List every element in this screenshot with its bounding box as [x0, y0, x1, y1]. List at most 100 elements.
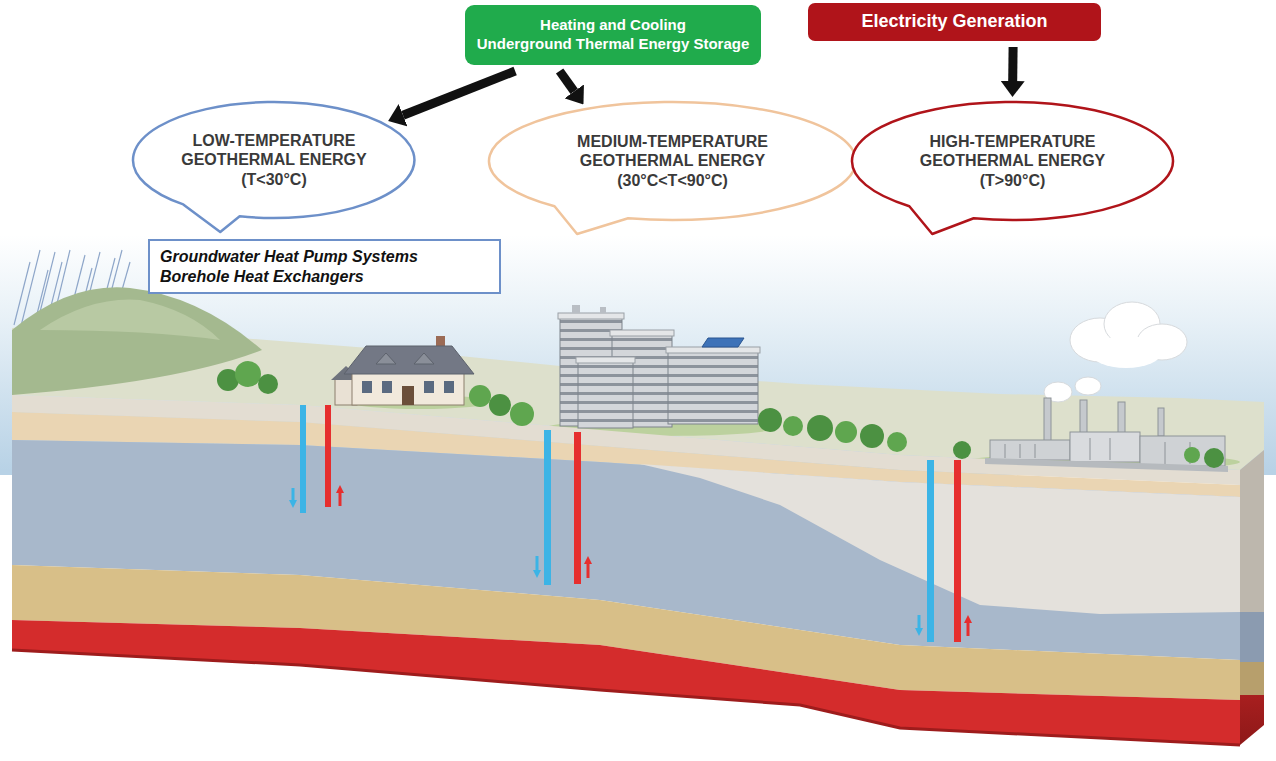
- injection-pipe: [300, 405, 306, 513]
- application-label: Electricity Generation: [861, 11, 1047, 33]
- flow-arrow-down: [533, 556, 541, 578]
- roof: [558, 313, 624, 319]
- hill-highlight: [40, 300, 220, 340]
- plant-detail: [1090, 438, 1091, 460]
- flow-arrow-down: [915, 615, 923, 636]
- solar-panel: [702, 338, 744, 347]
- speech-bubble: MEDIUM-TEMPERATURE GEOTHERMAL ENERGY(30°…: [487, 100, 858, 222]
- tree: [1184, 447, 1200, 463]
- tree: [758, 408, 782, 432]
- production-pipe: [574, 432, 581, 584]
- rock-layer: [640, 464, 1240, 614]
- system-label: Groundwater Heat Pump Systems: [160, 247, 418, 267]
- block-arrow: [403, 71, 515, 115]
- temperature-class-label: MEDIUM-TEMPERATURE GEOTHERMAL ENERGY: [557, 132, 789, 171]
- tree: [1204, 448, 1224, 468]
- house-wall: [352, 372, 464, 405]
- tree: [510, 402, 534, 426]
- trees: [217, 361, 1224, 468]
- temperature-class-label: (T<30°C): [166, 170, 381, 190]
- block-arrow: [1008, 47, 1017, 81]
- house-roof: [344, 346, 474, 374]
- production-pipe: [325, 405, 331, 507]
- smokestack: [1158, 408, 1164, 436]
- temperature-class-label: (T>90°C): [907, 171, 1119, 191]
- rain-streak: [14, 262, 30, 325]
- roof: [610, 330, 674, 336]
- application-box: Electricity Generation: [808, 3, 1101, 41]
- temperature-class-label: LOW-TEMPERATURE GEOTHERMAL ENERGY: [166, 131, 381, 170]
- power-plant: [985, 302, 1228, 472]
- tree: [807, 415, 833, 441]
- tree: [953, 441, 971, 459]
- smokestack: [1044, 398, 1051, 442]
- steam-puff: [1075, 377, 1101, 395]
- bubble-shape: [133, 102, 414, 232]
- window: [424, 381, 434, 393]
- window: [444, 381, 454, 393]
- roof: [666, 347, 760, 353]
- label-stack: Electricity Generation: [808, 3, 1101, 41]
- window: [382, 381, 392, 393]
- plant-detail: [1005, 444, 1006, 458]
- flow-arrow-up: [336, 485, 344, 506]
- plant-hall: [990, 440, 1070, 460]
- tree: [887, 432, 907, 452]
- rooftop-unit: [600, 307, 606, 313]
- plant-detail: [1035, 444, 1036, 458]
- roof: [576, 357, 635, 363]
- geothermal-wells: [289, 405, 972, 642]
- bubble-shape: [489, 102, 856, 234]
- label-stack: HIGH-TEMPERATURE GEOTHERMAL ENERGY(T>90°…: [850, 100, 1175, 222]
- house: [331, 336, 474, 405]
- label-stack: LOW-TEMPERATURE GEOTHERMAL ENERGY(T<30°C…: [131, 100, 416, 220]
- production-pipe: [954, 460, 961, 642]
- tree: [489, 394, 511, 416]
- tree: [469, 385, 491, 407]
- system-box: Groundwater Heat Pump SystemsBorehole He…: [148, 239, 501, 294]
- label-stack: MEDIUM-TEMPERATURE GEOTHERMAL ENERGY(30°…: [487, 100, 858, 222]
- injection-pipe: [927, 460, 934, 642]
- bubble-shape: [852, 102, 1173, 234]
- plant-detail: [1110, 438, 1111, 460]
- smokestack: [1080, 400, 1087, 434]
- temperature-class-label: (30°C<T<90°C): [557, 171, 789, 191]
- tree: [835, 421, 857, 443]
- flow-arrow-down: [289, 488, 297, 508]
- block-side: [1240, 450, 1264, 745]
- tree: [258, 374, 278, 394]
- tree: [860, 424, 884, 448]
- block-bottom-edge: [12, 650, 1240, 745]
- office-buildings: [558, 305, 760, 428]
- application-box: Heating and CoolingUnderground Thermal E…: [465, 5, 762, 65]
- flow-arrow-up: [584, 556, 592, 578]
- application-label: Underground Thermal Energy Storage: [477, 35, 750, 54]
- plant-detail: [1165, 442, 1166, 464]
- label-stack: Heating and CoolingUnderground Thermal E…: [465, 5, 762, 65]
- block-arrow: [560, 71, 575, 91]
- application-label: Heating and Cooling: [540, 16, 686, 35]
- office-tower: [578, 362, 633, 428]
- flow-arrow-up: [964, 615, 972, 636]
- hot-rock-layer: [12, 620, 1240, 745]
- speech-bubble: HIGH-TEMPERATURE GEOTHERMAL ENERGY(T>90°…: [850, 100, 1175, 222]
- rooftop-unit: [572, 305, 580, 313]
- dormer: [414, 353, 434, 364]
- door: [402, 386, 414, 405]
- system-label: Borehole Heat Exchangers: [160, 267, 364, 287]
- temperature-class-label: HIGH-TEMPERATURE GEOTHERMAL ENERGY: [907, 132, 1119, 171]
- plant-detail: [1020, 444, 1021, 458]
- smokestack: [1118, 402, 1125, 434]
- hill: [12, 287, 262, 395]
- steam-cloud: [1090, 336, 1162, 368]
- label-stack: Groundwater Heat Pump SystemsBorehole He…: [150, 241, 499, 292]
- tree: [235, 361, 261, 387]
- tree: [783, 416, 803, 436]
- window: [362, 381, 372, 393]
- speech-bubble: LOW-TEMPERATURE GEOTHERMAL ENERGY(T<30°C…: [131, 100, 416, 220]
- office-tower: [668, 352, 758, 424]
- plant-hall: [1070, 432, 1140, 462]
- injection-pipe: [544, 430, 551, 585]
- dormer: [376, 353, 396, 364]
